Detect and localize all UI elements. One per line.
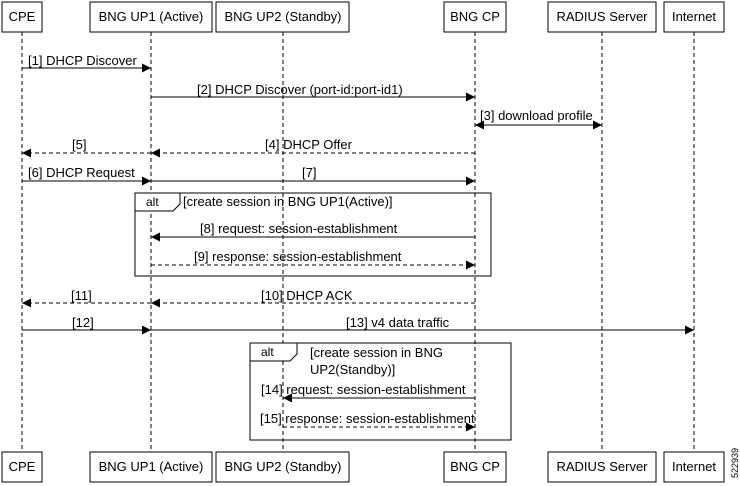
actor-label-up2-top: BNG UP2 (Standby) [224,9,341,24]
actor-box-up2-bottom [215,451,350,483]
actor-box-up1-top [89,1,213,33]
actor-label-up1-top: BNG UP1 (Active) [99,9,204,24]
message-8-label: [8] request: session-establishment [200,221,398,236]
alt-frame-1: alt [create session in BNG UP1(Active)] [134,192,492,277]
lifelines [21,32,695,452]
actor-label-cpe-bottom: CPE [9,459,36,474]
actors-top: CPE BNG UP1 (Active) BNG UP2 (Standby) B… [1,1,725,33]
message-5-label: [5] [72,137,86,152]
actor-label-cp-bottom: BNG CP [450,459,500,474]
actor-box-radius-top [547,1,657,33]
actor-box-up2-top [215,1,350,33]
actor-label-up1-bottom: BNG UP1 (Active) [99,459,204,474]
alt-frame-2-border [249,342,512,441]
actors-bottom: CPE BNG UP1 (Active) BNG UP2 (Standby) B… [1,451,725,483]
actor-box-radius-bottom [547,451,657,483]
figure-id: 522939 [730,448,740,478]
message-14-label: [14] request: session-establishment [261,382,466,397]
actor-box-internet-bottom [663,451,725,483]
message-15-label: [15] response: session-establishment [260,411,475,426]
actor-label-cp-top: BNG CP [450,9,500,24]
actor-label-radius-bottom: RADIUS Server [556,459,648,474]
message-6-label: [6] DHCP Request [28,165,135,180]
message-12-label: [12] [72,315,94,330]
actor-box-up1-bottom [89,451,213,483]
message-4-label: [4] DHCP Offer [265,137,353,152]
actor-label-up2-bottom: BNG UP2 (Standby) [224,459,341,474]
alt-frame-2-condition-line-2: UP2(Standby)] [310,362,395,377]
actor-label-radius-top: RADIUS Server [556,9,648,24]
actor-label-cpe-top: CPE [9,9,36,24]
actor-label-internet-bottom: Internet [672,459,716,474]
message-13-label: [13] v4 data traffic [346,315,450,330]
alt-frame-2: alt [create session in BNG UP2(Standby)] [249,342,512,441]
alt-frame-1-operator: alt [146,195,159,209]
alt-frame-1-tab [134,192,181,212]
message-10-label: [10] DHCP ACK [261,288,353,303]
actor-box-cp-bottom [443,451,507,483]
alt-frame-1-condition: [create session in BNG UP1(Active)] [183,194,393,209]
message-2-label: [2] DHCP Discover (port-id:port-id1) [197,82,403,97]
message-9-label: [9] response: session-establishment [194,249,402,264]
message-1-label: [1] DHCP Discover [28,53,138,68]
actor-box-cpe-bottom [1,451,43,483]
actor-box-cp-top [443,1,507,33]
message-3-label: [3] download profile [480,108,593,123]
alt-frame-2-tab [249,342,298,362]
alt-frame-2-operator: alt [261,345,274,359]
alt-frame-1-border [134,192,492,277]
actor-label-internet-top: Internet [672,9,716,24]
message-7-label: [7] [302,165,316,180]
messages: [1] DHCP Discover [2] DHCP Discover (por… [22,53,694,432]
actor-box-internet-top [663,1,725,33]
message-11-label: [11] [71,288,92,303]
actor-box-cpe-top [1,1,43,33]
alt-frame-2-condition-line-1: [create session in BNG [310,345,443,360]
